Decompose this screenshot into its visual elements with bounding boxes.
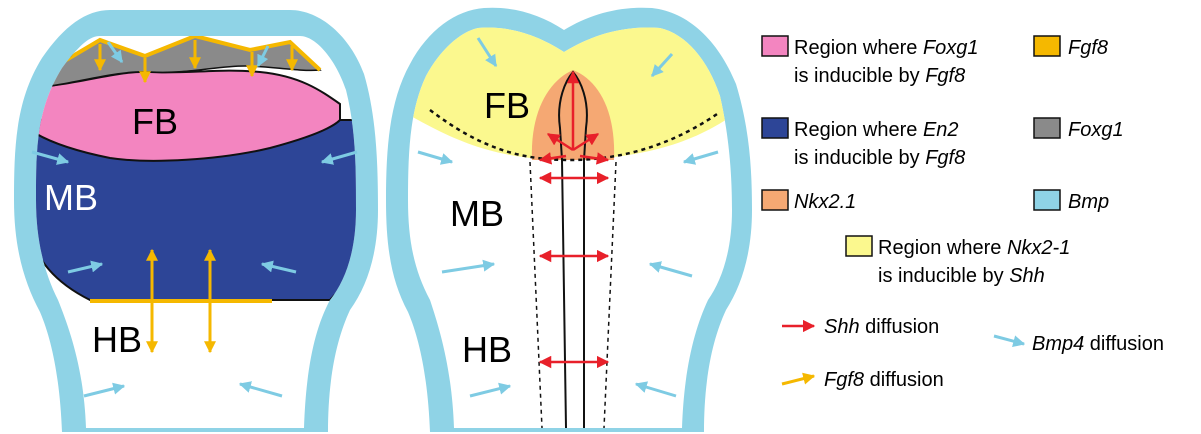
legend-en2-region-line1: Region where En2 [794, 119, 959, 141]
left-fb-label: FB [132, 101, 178, 142]
legend-bmp4-arrow [994, 336, 1024, 344]
right-embryo: FB MB HB [386, 8, 752, 432]
legend-bmp: Bmp [1068, 191, 1109, 213]
legend-fgf8-arrow [782, 376, 814, 384]
legend-foxg1-region-line2: is inducible by Fgf8 [794, 65, 965, 87]
legend-foxg1: Foxg1 [1068, 119, 1124, 141]
legend-en2-region-line2: is inducible by Fgf8 [794, 147, 965, 169]
legend-swatch-foxg1 [1034, 118, 1060, 138]
legend-fgf8-diffusion: Fgf8 diffusion [824, 369, 944, 391]
legend-nkx21: Nkx2.1 [794, 191, 856, 213]
left-mb-label: MB [44, 177, 98, 218]
left-hb-label: HB [92, 319, 142, 360]
legend-swatch-fgf8 [1034, 36, 1060, 56]
legend-bmp4-diffusion: Bmp4 diffusion [1032, 333, 1164, 355]
legend-fgf8: Fgf8 [1068, 37, 1108, 59]
legend-nkx21-region-line2: is inducible by Shh [878, 265, 1045, 287]
legend-swatch-nkx21 [762, 190, 788, 210]
right-mb-label: MB [450, 193, 504, 234]
right-fb-label: FB [484, 85, 530, 126]
legend-foxg1-region-line1: Region where Foxg1 [794, 37, 979, 59]
left-embryo: FB MB HB [14, 10, 378, 432]
legend-swatch-nkx21-region [846, 236, 872, 256]
legend-nkx21-region-line1: Region where Nkx2-1 [878, 237, 1070, 259]
right-hb-label: HB [462, 329, 512, 370]
legend-swatch-bmp [1034, 190, 1060, 210]
legend-shh-diffusion: Shh diffusion [824, 316, 939, 338]
legend: Region where Foxg1 is inducible by Fgf8 … [762, 36, 1164, 391]
legend-swatch-foxg1-region [762, 36, 788, 56]
legend-swatch-en2-region [762, 118, 788, 138]
